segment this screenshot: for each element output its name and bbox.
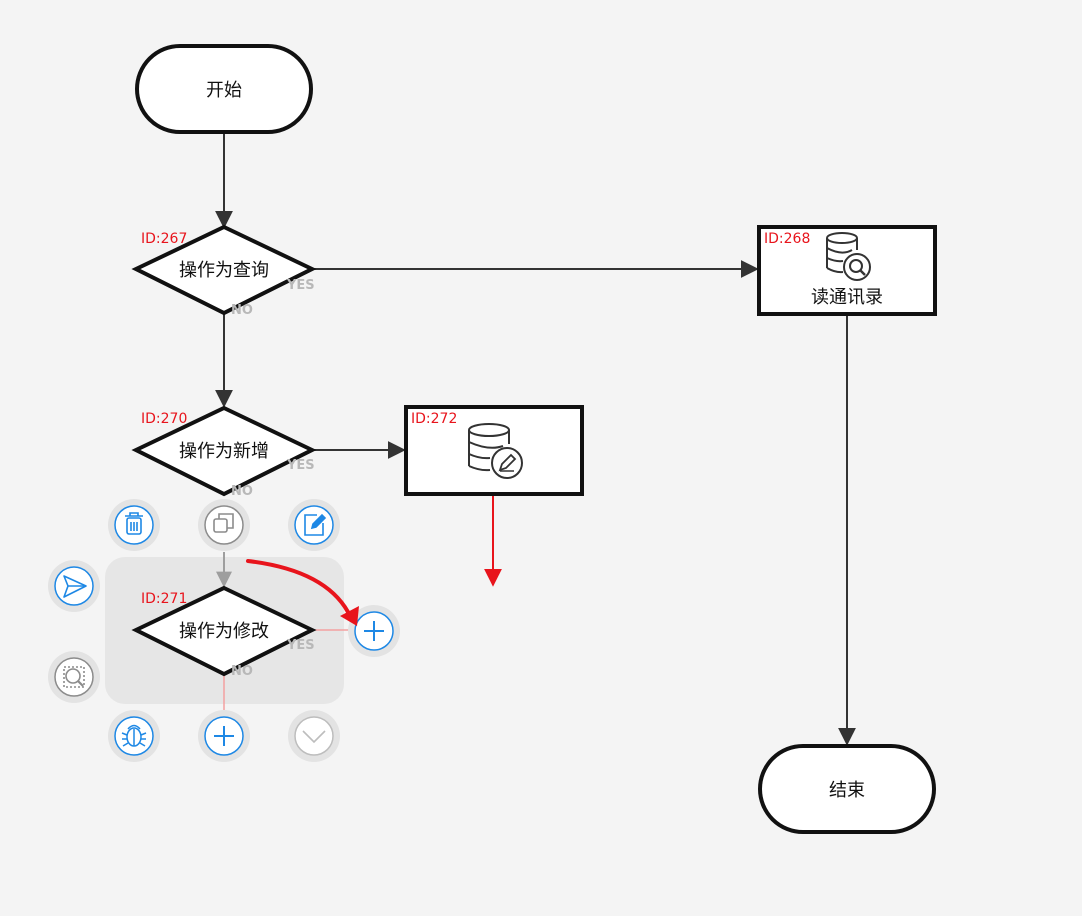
edit-icon (304, 513, 327, 536)
bug-icon (121, 724, 147, 747)
decision-label: 操作为新增 (179, 441, 269, 462)
no-label: NO (231, 484, 253, 499)
plus-icon (364, 621, 384, 641)
database-search-icon (826, 232, 871, 281)
no-label: NO (231, 303, 253, 318)
process-node-272[interactable]: ID:272 (404, 405, 584, 496)
add-no-branch-button[interactable] (198, 710, 250, 762)
decision-node-271[interactable]: ID:271 操作为修改 YES NO (131, 585, 317, 679)
edit-button[interactable] (288, 499, 340, 551)
decision-node-270[interactable]: ID:270 操作为新增 YES NO (131, 405, 317, 499)
trash-icon (125, 512, 143, 535)
node-id-label: ID:267 (141, 231, 187, 247)
no-label: NO (231, 664, 253, 679)
decision-label: 操作为修改 (179, 621, 269, 642)
start-label: 开始 (206, 80, 242, 101)
debug-button[interactable] (108, 710, 160, 762)
collapse-button[interactable] (288, 710, 340, 762)
start-node[interactable]: 开始 (135, 44, 313, 134)
delete-button[interactable] (108, 499, 160, 551)
copy-button[interactable] (198, 499, 250, 551)
yes-label: YES (286, 458, 315, 473)
hint-arrow (246, 559, 359, 626)
yes-label: YES (286, 278, 315, 293)
connectors (215, 132, 856, 746)
node-id-label: ID:272 (411, 411, 457, 427)
decision-node-267[interactable]: ID:267 操作为查询 YES NO (131, 224, 317, 318)
select-zoom-icon (63, 666, 85, 688)
send-button[interactable] (48, 560, 100, 612)
send-icon (63, 575, 87, 598)
add-yes-branch-button[interactable] (348, 605, 400, 657)
chevron-down-icon (302, 730, 326, 744)
copy-icon (213, 513, 234, 533)
process-node-268[interactable]: ID:268 读通讯录 (757, 225, 937, 316)
process-label: 读通讯录 (811, 287, 883, 308)
plus-icon (214, 726, 234, 746)
decision-label: 操作为查询 (179, 260, 269, 281)
select-preview-button[interactable] (48, 651, 100, 703)
yes-label: YES (286, 638, 315, 653)
end-node[interactable]: 结束 (758, 744, 936, 834)
node-id-label: ID:270 (141, 411, 187, 427)
node-id-label: ID:268 (764, 231, 810, 247)
node-id-label: ID:271 (141, 591, 187, 607)
database-edit-icon (468, 423, 523, 479)
end-label: 结束 (829, 780, 865, 801)
